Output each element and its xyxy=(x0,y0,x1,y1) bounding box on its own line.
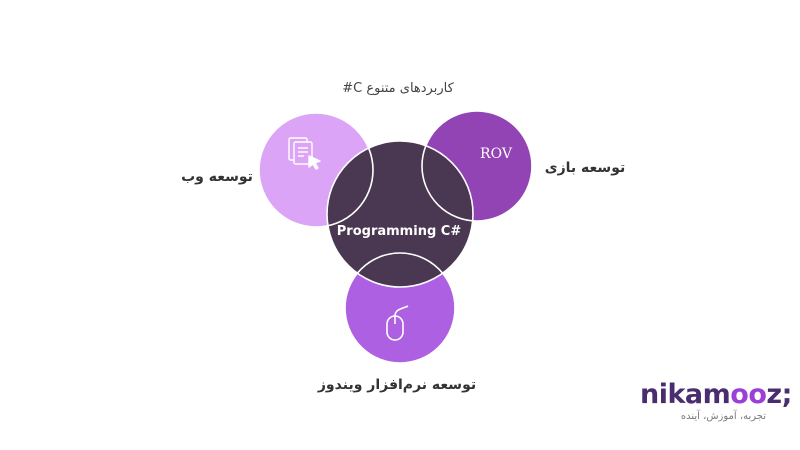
overlap-outlines xyxy=(258,110,533,364)
windows-development-label: توسعه نرم‌افزار ویندوز xyxy=(317,377,476,393)
web-development-label: توسعه وب xyxy=(181,169,253,185)
center-circle xyxy=(327,141,473,287)
center-label: Programming C# xyxy=(337,224,462,239)
document-cursor-icon xyxy=(288,137,321,170)
game-development-label: توسعه بازی xyxy=(545,160,625,176)
diagram-title: کاربردهای متنوع C# xyxy=(342,81,454,96)
brand-tagline: تجربه، آموزش، آینده xyxy=(680,411,766,422)
brand-name: nikamooz; xyxy=(640,379,792,410)
rov-game-logo-icon: ROV xyxy=(480,146,513,162)
mouse-icon xyxy=(386,305,409,341)
nikamooz-logo: nikamooz; تجربه، آموزش، آینده xyxy=(640,379,792,423)
